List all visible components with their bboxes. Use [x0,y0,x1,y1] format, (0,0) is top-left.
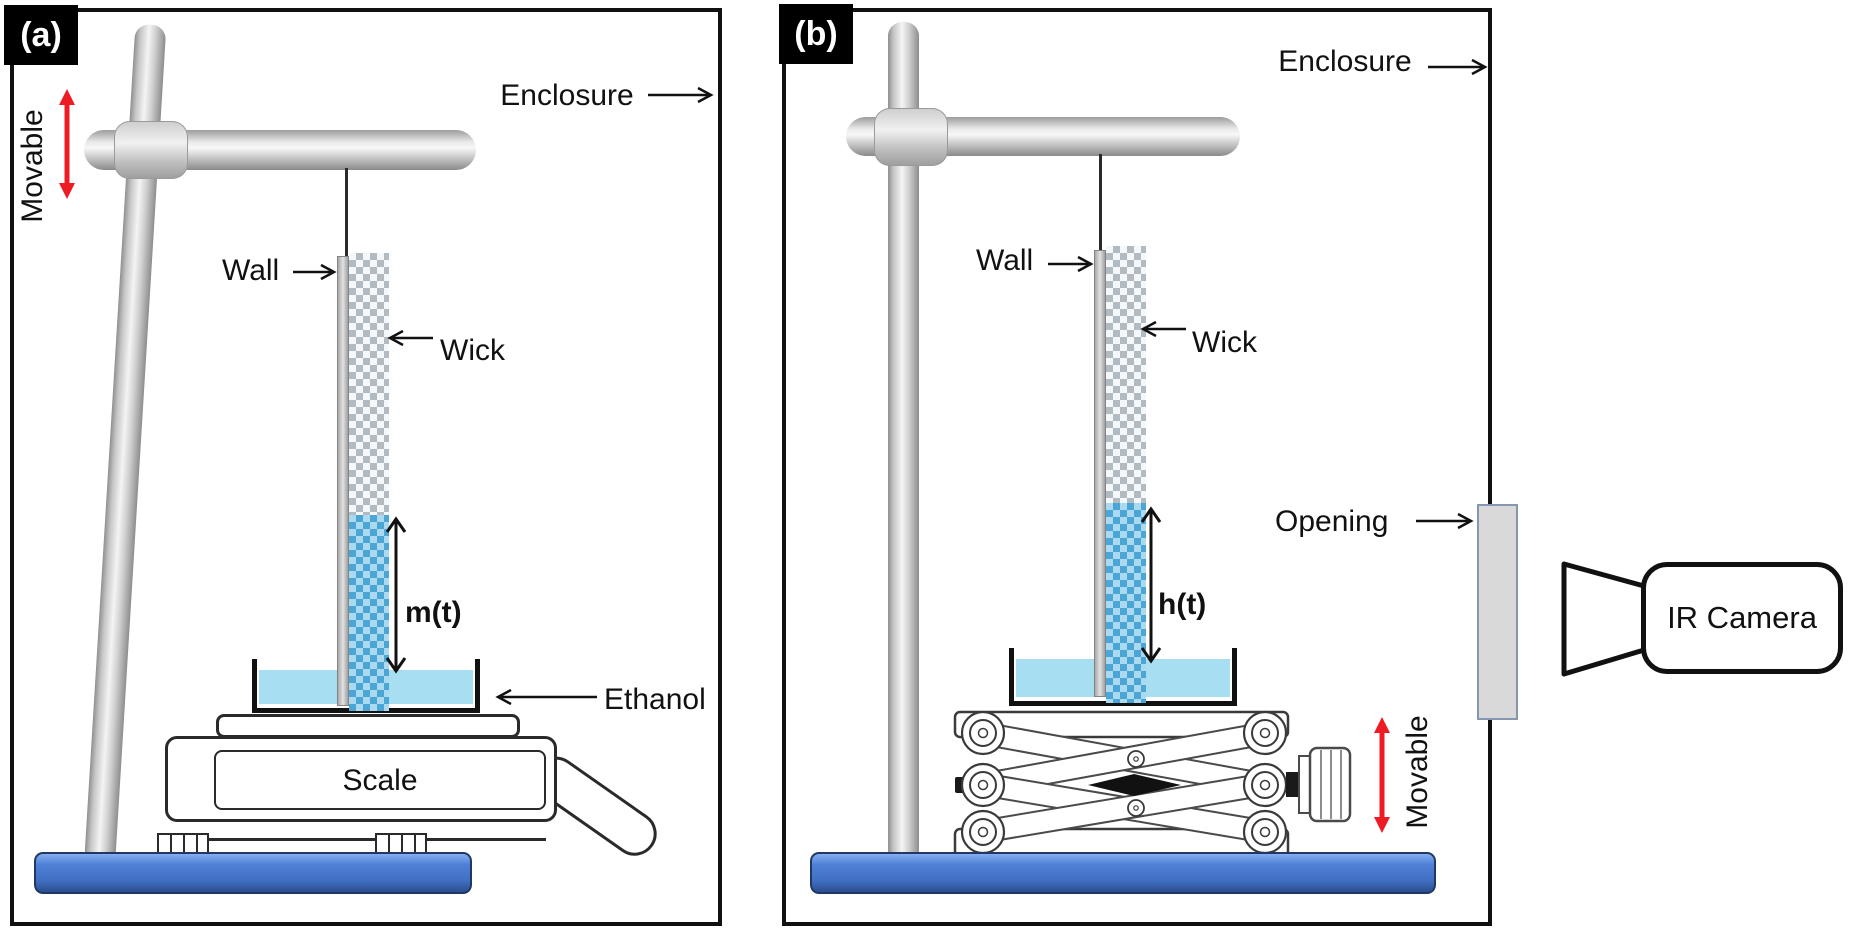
enclosure-arrow-icon-a [648,86,714,104]
wall-label-b: Wall [976,244,1034,277]
lab-jack [953,710,1352,858]
wick-wet-b [1106,503,1146,703]
scale-label: Scale [342,763,418,797]
wick-wet-a [349,515,389,711]
hanger-wire-b [1099,154,1102,252]
height-label: h(t) [1158,588,1207,621]
wall-b [1094,250,1106,697]
hanger-wire-a [345,168,348,260]
jack-knob [1308,746,1352,823]
movable-label-a: Movable [16,109,49,223]
enclosure-label-a: Enclosure [500,79,634,112]
wall-arrow-icon-a [293,263,337,281]
wall-a [337,256,349,706]
ethanol-label: Ethanol [604,683,706,716]
ir-camera-lens-icon [1561,561,1647,677]
wick-label-a: Wick [440,334,505,367]
enclosure-arrow-icon-b [1428,58,1488,76]
opening-label: Opening [1275,505,1389,538]
mass-height-arrow-icon [385,516,407,674]
opening-arrow-icon [1416,512,1474,530]
ethanol-arrow-icon [495,688,597,706]
jack-knob-shaft [1286,772,1299,797]
wick-dry-b [1106,246,1146,503]
wick-label-b: Wick [1192,326,1257,359]
base-plate-a [34,852,472,894]
ir-camera-label: IR Camera [1667,600,1817,635]
wall-arrow-icon-b [1048,255,1094,273]
movable-label-b: Movable [1401,715,1434,829]
ir-camera-body: IR Camera [1641,562,1843,674]
panel-b-tag: (b) [779,4,853,64]
panel-a-tag: (a) [4,5,78,65]
wall-label-a: Wall [222,254,280,287]
wick-arrow-icon-a [387,329,433,347]
wick-height-arrow-icon [1140,506,1162,664]
base-plate-b [810,852,1436,894]
wick-dry-a [349,253,389,515]
opening-rect [1477,504,1518,720]
movable-arrow-icon-b [1374,717,1390,833]
enclosure-label-b: Enclosure [1278,45,1412,78]
movable-arrow-icon-a [59,89,75,199]
mass-label: m(t) [405,596,462,629]
stand-clamp-b [874,108,948,166]
scale-platform [216,714,520,738]
stand-clamp-a [114,121,188,179]
wick-arrow-icon-b [1140,320,1186,338]
